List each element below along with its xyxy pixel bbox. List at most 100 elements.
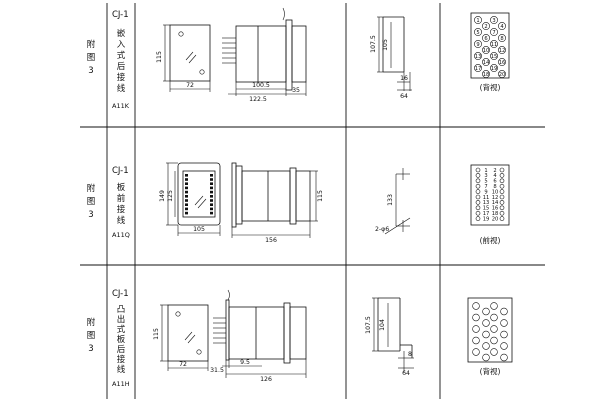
row1-side-view: 100.5 122.5 35: [222, 7, 307, 103]
terminal-pin: [490, 336, 498, 345]
terminal-pin-number: 19: [483, 216, 490, 222]
terminal-pin: [482, 319, 490, 327]
row1-panel-cutout: 107.5 105 16 64: [370, 16, 412, 100]
row3-terminal-view: (背视): [467, 297, 513, 376]
terminal-pin-number: 20: [492, 216, 499, 222]
dim-front-width: 105: [193, 226, 205, 233]
dim-side-height: 115: [317, 190, 324, 202]
dim-hole-distance: 133: [387, 194, 394, 206]
table-grid: [80, 3, 545, 399]
terminal-pin: [472, 336, 480, 345]
terminal-pin: [500, 319, 508, 327]
install-char: 线: [117, 83, 126, 94]
terminal-pin: [490, 40, 498, 48]
front-terminal: [210, 178, 213, 181]
row3-panel-cutout: 107.5 104 8 64: [365, 297, 414, 377]
terminal-pin: [482, 353, 490, 362]
terminal-pin: [490, 325, 498, 333]
terminal-pin: [482, 330, 490, 339]
install-char: 接: [117, 72, 126, 83]
terminal-pin: [490, 28, 498, 36]
row2-install-type: 板 前 接 线: [117, 182, 126, 226]
dim-front-width: 72: [186, 82, 194, 89]
front-terminal: [210, 190, 213, 194]
terminal-pin: [475, 205, 481, 211]
row-a11q: 附 图 3 CJ-1 板 前 接 线 A11Q 149 125: [87, 162, 510, 245]
row3-pin-group: [472, 302, 508, 362]
install-char: 后: [117, 344, 126, 355]
side-char: 图: [87, 197, 96, 207]
row2-model: CJ-1: [112, 166, 129, 176]
terminal-pin: [499, 210, 505, 216]
terminal-pin-number: 14: [492, 200, 499, 206]
front-terminal: [210, 174, 213, 177]
terminal-pin: [490, 16, 498, 24]
row1-model: CJ-1: [112, 10, 129, 20]
terminal-pin-number: 7: [484, 184, 487, 190]
row3-front-view: 115 72: [153, 304, 209, 371]
row2-mounting-holes: 133 2-φ6: [375, 168, 411, 235]
terminal-pin-number: 9: [484, 189, 487, 195]
terminal-pin: [499, 173, 505, 178]
terminal-pin-number: 16: [492, 206, 499, 212]
front-terminal: [210, 199, 213, 202]
dim-side-a: 9.5: [240, 359, 250, 366]
front-terminal: [185, 178, 188, 181]
terminal-pin-number: 13: [483, 200, 490, 206]
front-terminal: [210, 186, 213, 190]
terminal-pin: [475, 194, 481, 200]
terminal-pin: [475, 167, 481, 173]
terminal-pin-number: 5: [484, 179, 487, 185]
dim-front-h1: 149: [159, 190, 166, 202]
side-char: 附: [87, 39, 96, 50]
row3-view-label: (背视): [480, 366, 501, 376]
front-terminal: [185, 174, 188, 177]
row1-code: A11K: [112, 102, 130, 110]
terminal-pin: [472, 313, 480, 322]
row2-side-view: 156 115: [231, 162, 324, 244]
dim-front-width: 72: [179, 361, 187, 368]
terminal-pin: [474, 16, 482, 24]
terminal-pin-number: 17: [483, 211, 490, 217]
terminal-pin-number: 18: [492, 211, 499, 217]
terminal-pin: [499, 167, 505, 173]
install-char: 接: [117, 204, 126, 215]
row3-code: A11H: [112, 380, 130, 388]
row-a11k: 附 图 3 CJ-1 嵌 入 式 后 接 线 A11K 115: [87, 7, 510, 110]
front-terminal: [185, 195, 188, 198]
front-terminal: [185, 211, 188, 215]
terminal-pin-number: 7: [492, 30, 495, 36]
terminal-pin: [499, 200, 505, 205]
dim-cut-w1: 8: [408, 351, 412, 358]
terminal-pin-number: 3: [492, 18, 495, 24]
terminal-pin-number: 19: [491, 66, 498, 72]
terminal-pin-number: 12: [499, 48, 506, 54]
front-terminal: [185, 199, 188, 202]
terminal-pin-number: 1: [484, 168, 487, 174]
terminal-pin-number: 3: [484, 173, 487, 179]
terminal-pin: [490, 313, 498, 322]
install-char: 线: [117, 364, 126, 375]
dim-cut-h2: 105: [382, 39, 389, 51]
row2-front-terminals: [185, 174, 213, 215]
terminal-pin: [482, 70, 490, 78]
terminal-pin-number: 17: [475, 66, 482, 72]
terminal-pin-number: 15: [483, 206, 490, 212]
row2-side-label: 附 图 3: [87, 183, 96, 220]
front-terminal: [210, 195, 213, 198]
terminal-pin: [499, 205, 505, 211]
terminal-pin-number: 11: [483, 195, 490, 201]
terminal-pin: [498, 46, 506, 54]
terminal-pin: [499, 216, 505, 221]
terminal-pin: [482, 46, 490, 54]
install-char: 式: [117, 50, 126, 61]
row2-front-view: 149 125 105: [159, 162, 221, 236]
front-terminal: [210, 182, 213, 185]
front-terminal: [210, 207, 213, 211]
terminal-pin-number: 8: [493, 184, 496, 190]
row1-side-label: 附 图 3: [87, 39, 96, 76]
terminal-pin: [490, 348, 498, 356]
